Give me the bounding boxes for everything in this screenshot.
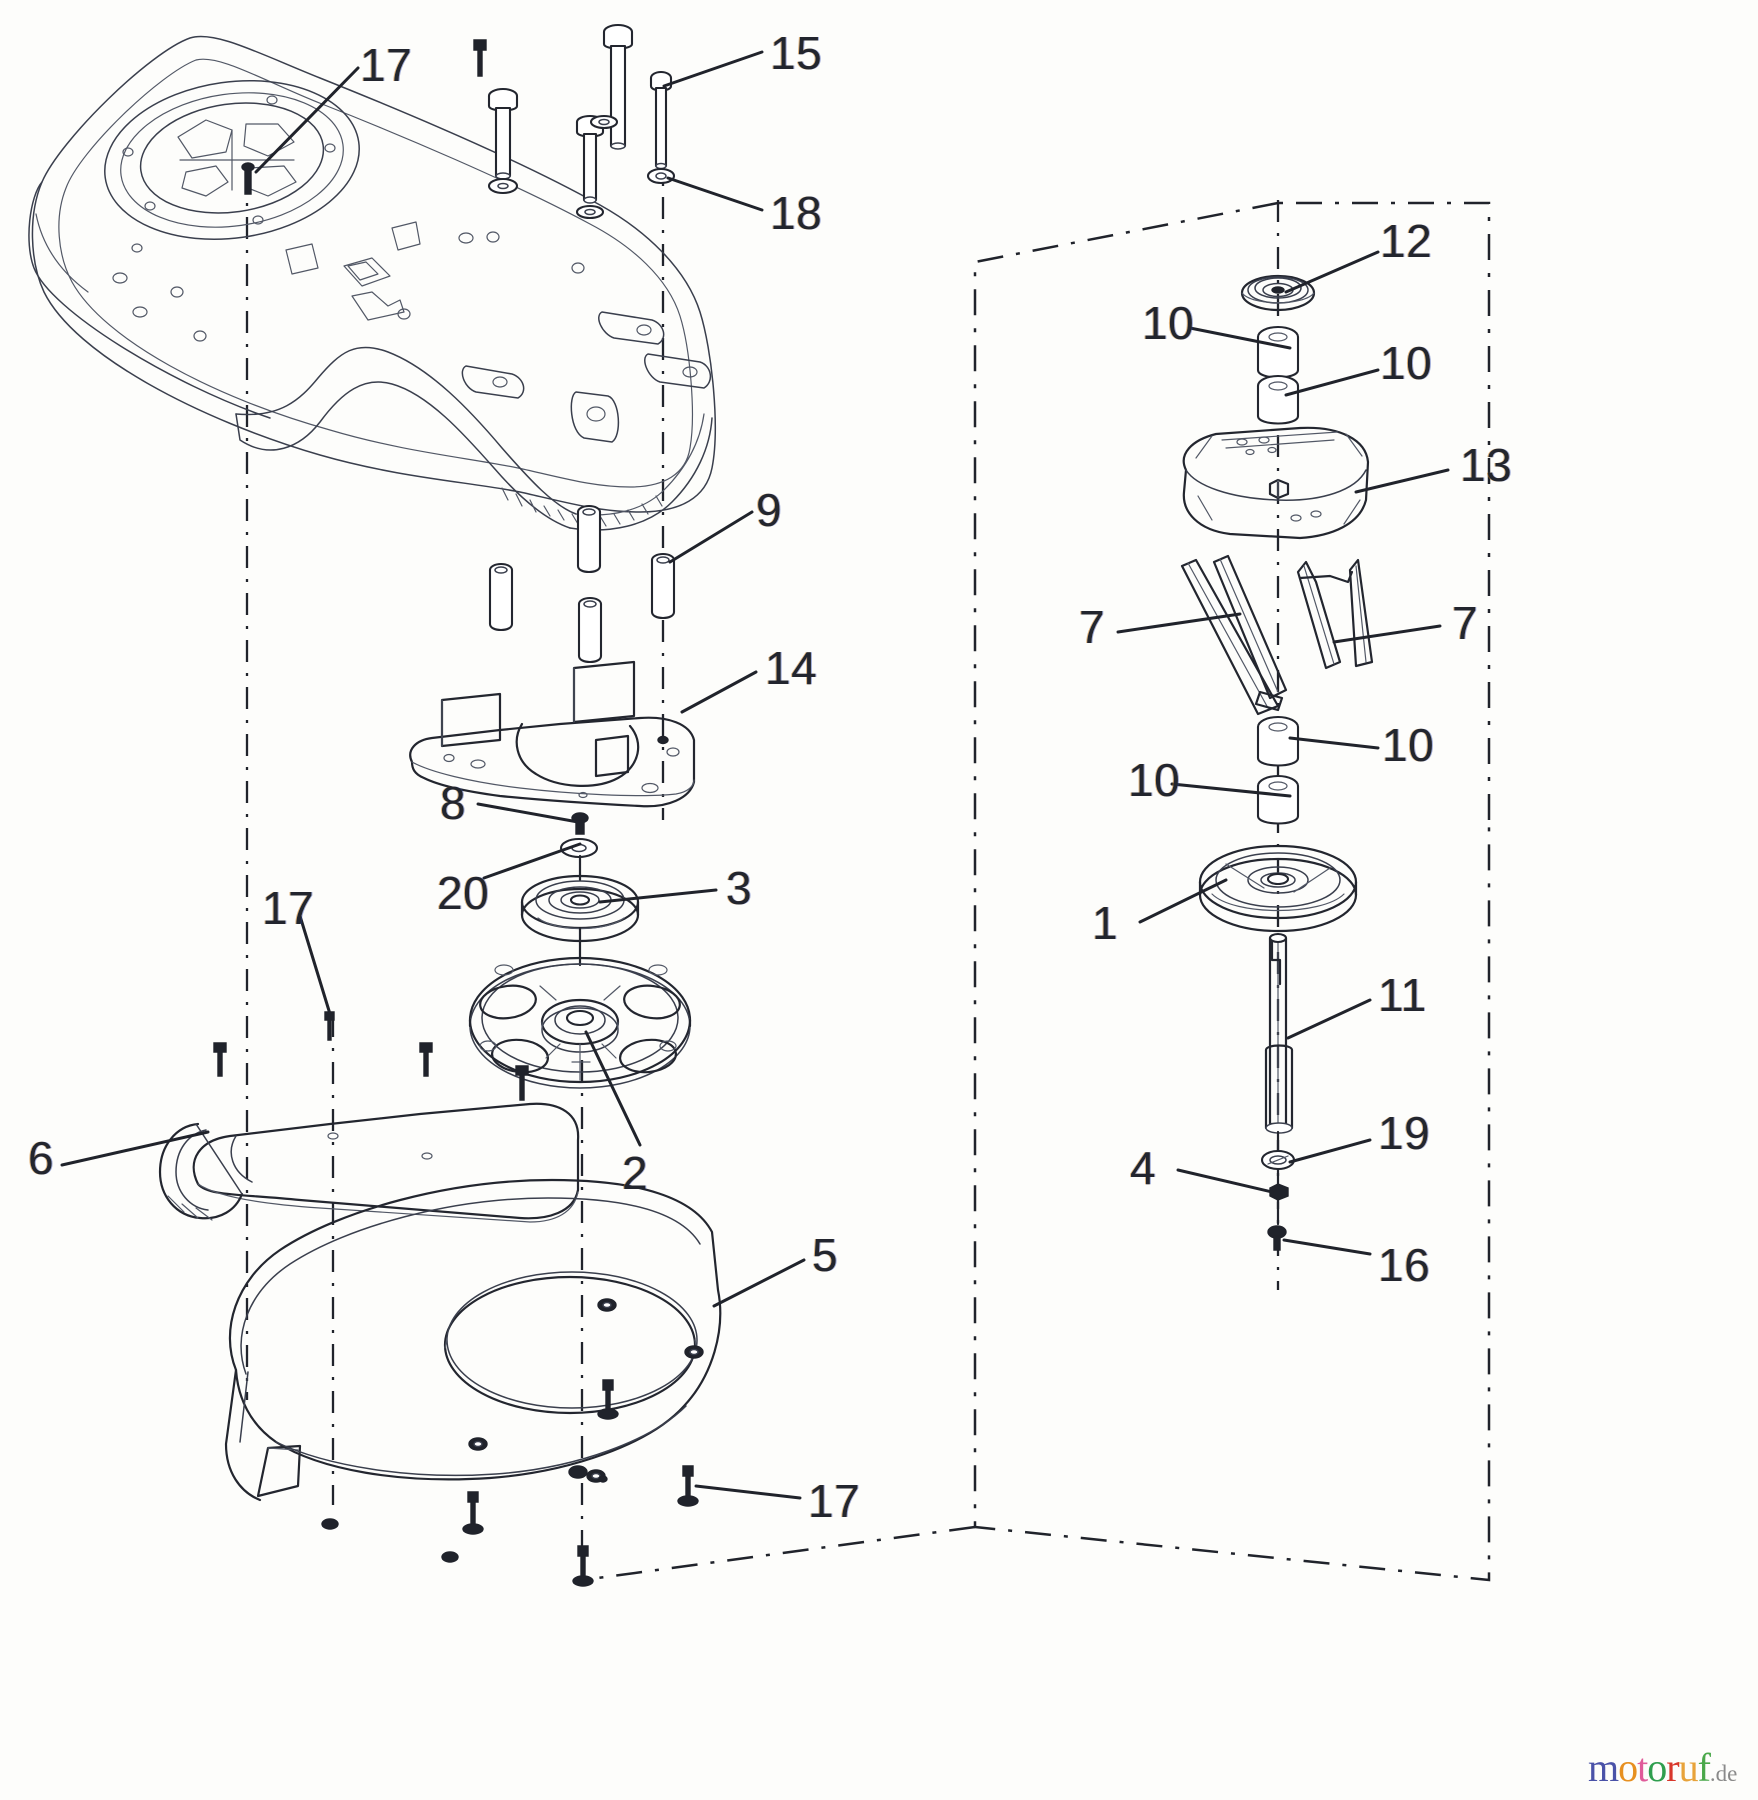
spindle-housing: [468, 956, 692, 1089]
callout-8: 8: [440, 777, 467, 829]
wm-letter-o1: o: [1618, 1745, 1638, 1790]
wm-tld: .de: [1709, 1761, 1738, 1786]
callout-17-top: 17: [360, 39, 413, 91]
callout-11: 11: [1378, 969, 1427, 1021]
wm-letter-o2: o: [1647, 1745, 1667, 1790]
callout-9: 9: [756, 484, 783, 536]
callout-14: 14: [765, 642, 818, 694]
callout-18: 18: [770, 187, 823, 239]
top-hardware: [473, 23, 676, 220]
callout-7-left: 7: [1079, 601, 1106, 653]
group-boundary-right: [582, 201, 1491, 1582]
lower-deck-assembly: [158, 1011, 722, 1587]
wm-letter-r: r: [1666, 1745, 1679, 1790]
belt-guard-bracket: [409, 660, 696, 808]
callout-13: 13: [1460, 439, 1513, 491]
callout-6: 6: [28, 1132, 55, 1184]
callout-1: 1: [1092, 897, 1119, 949]
callout-4: 4: [1130, 1142, 1157, 1194]
wm-letter-u: u: [1678, 1745, 1699, 1790]
callout-16: 16: [1378, 1239, 1431, 1291]
callout-3: 3: [726, 862, 753, 914]
callout-10-lower-right: 10: [1382, 719, 1435, 771]
callout-15: 15: [770, 27, 823, 79]
callout-10-upper-right: 10: [1380, 337, 1433, 389]
motoruf-watermark: motoruf.de: [1588, 1748, 1737, 1788]
callout-5: 5: [812, 1229, 839, 1281]
callout-7-right: 7: [1452, 597, 1479, 649]
callout-10-lower-left: 10: [1128, 754, 1181, 806]
wm-letter-t: t: [1637, 1745, 1648, 1790]
idler-stack: [520, 812, 640, 967]
wm-letter-f: f: [1697, 1745, 1711, 1790]
spacer-tubes: [488, 504, 676, 664]
callout-17-middle: 17: [262, 882, 315, 934]
callout-17-bottom: 17: [808, 1475, 861, 1527]
wm-letter-m: m: [1588, 1745, 1619, 1790]
callout-12: 12: [1380, 215, 1433, 267]
callout-2: 2: [622, 1147, 649, 1199]
callout-10-upper-left: 10: [1142, 297, 1195, 349]
callout-20: 20: [437, 867, 490, 919]
callout-19: 19: [1378, 1107, 1431, 1159]
centerlines: [245, 150, 1280, 1580]
leader-lines: [60, 50, 1450, 1500]
